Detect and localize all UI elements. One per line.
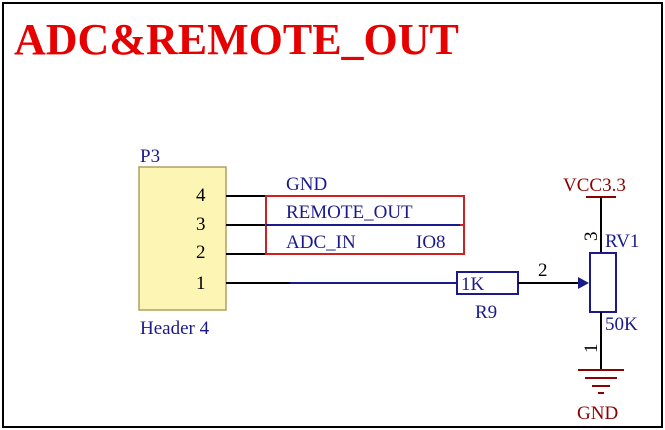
net-io-label: IO8: [416, 232, 446, 253]
gnd-label: GND: [577, 403, 618, 424]
header-name: Header 4: [140, 318, 210, 339]
sheet-title: ADC&REMOTE_OUT: [14, 15, 459, 64]
header-pin-4: 4: [196, 185, 206, 206]
resistor-designator: R9: [475, 302, 497, 323]
pot-pin-top: 3: [581, 232, 602, 242]
header-body: [138, 166, 227, 311]
pot-body: [589, 252, 617, 313]
vcc-label: VCC3.3: [563, 175, 626, 196]
pot-value: 50K: [605, 314, 638, 335]
pot-pin-wiper: 2: [538, 260, 548, 281]
net-adc-label: ADC_IN: [286, 232, 356, 253]
header-pin-3: 3: [196, 214, 206, 235]
resistor-value: 1K: [461, 274, 485, 295]
header-designator: P3: [140, 146, 160, 167]
header-pin-2: 2: [196, 242, 206, 263]
net-remote-label: REMOTE_OUT: [286, 202, 413, 223]
wiper-arrow: [578, 277, 589, 289]
pot-designator: RV1: [605, 231, 639, 252]
header-pin-1: 1: [196, 273, 206, 294]
pot-pin-bottom: 1: [581, 344, 602, 354]
net-gnd-label: GND: [286, 174, 327, 195]
